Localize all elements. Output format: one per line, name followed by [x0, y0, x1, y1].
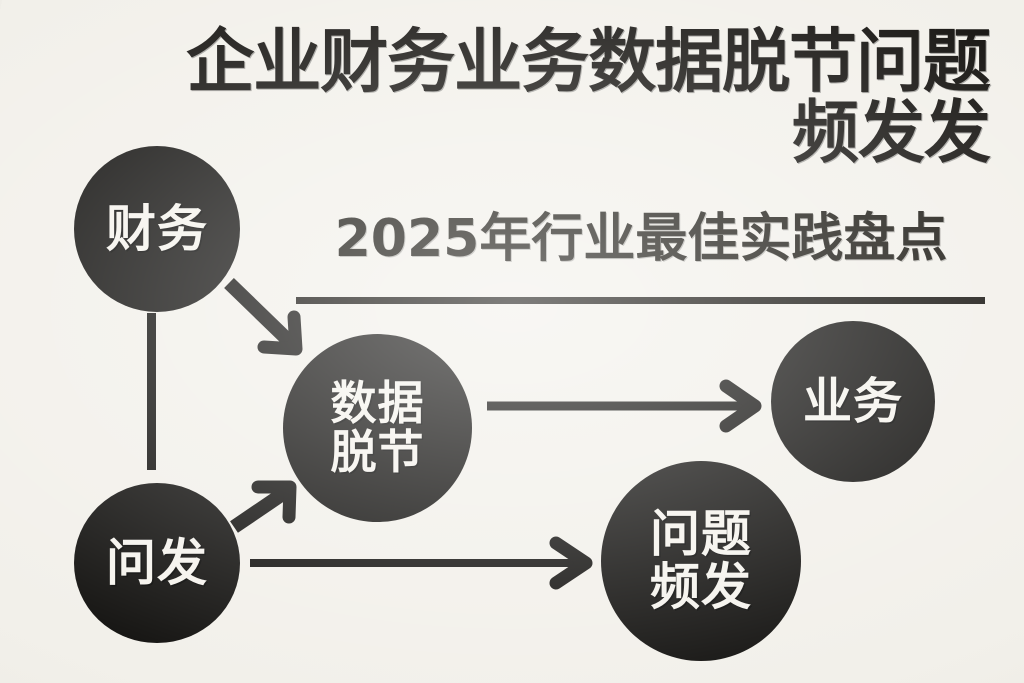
node-issues-source-label: 问发	[106, 533, 208, 592]
headline-line-2: 频发发	[791, 94, 991, 174]
node-frequent-issues-label-line1: 问题	[650, 505, 752, 563]
subtitle-text: 2025年行业最佳实践盘点	[334, 209, 948, 269]
node-finance-label: 财务	[106, 199, 208, 258]
node-data-gap-label-line2: 脱节	[330, 425, 425, 479]
subtitle-block: 2025年行业最佳实践盘点	[296, 213, 986, 265]
node-data-gap-label-line1: 数据	[330, 376, 425, 431]
node-business[interactable]: 业务	[771, 321, 935, 482]
node-finance[interactable]: 财务	[74, 146, 240, 312]
node-business-label: 业务	[802, 372, 903, 430]
headline-block: 企业财务业务数据脱节问题 频发发	[60, 22, 991, 174]
node-frequent-issues-label-line2: 频发	[650, 558, 752, 616]
divider-rule	[296, 297, 985, 304]
node-issues-source[interactable]: 问发	[74, 483, 240, 643]
node-data-gap[interactable]: 数据 脱节	[283, 334, 472, 522]
node-frequent-issues[interactable]: 问题 频发	[601, 461, 801, 661]
headline-line-1: 企业财务业务数据脱节问题	[186, 22, 991, 102]
